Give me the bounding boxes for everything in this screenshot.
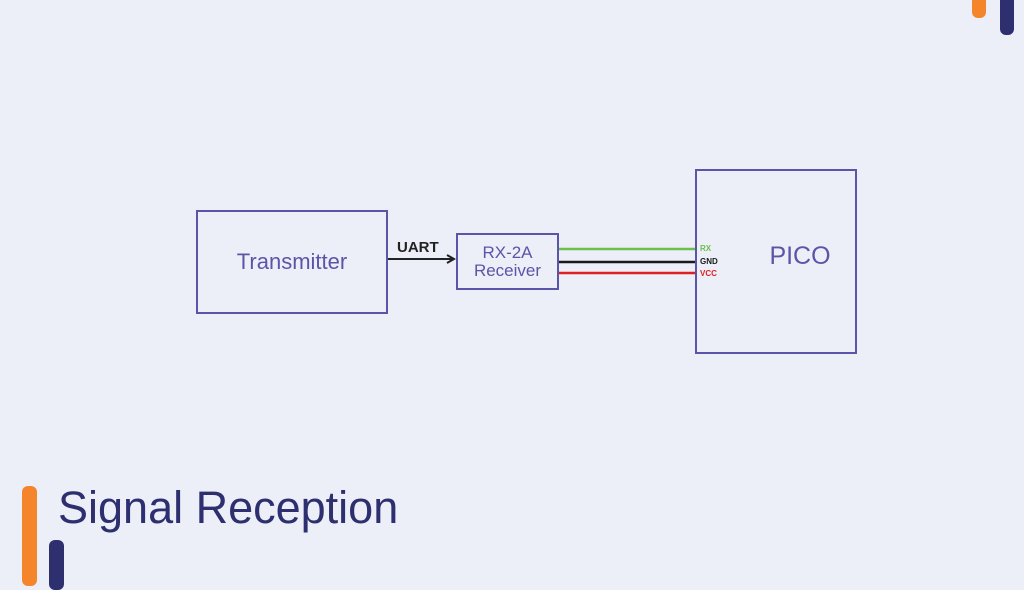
decor-bar-orange-bottom	[22, 486, 37, 586]
receiver-label: Receiver	[473, 260, 542, 280]
transmitter-box: Transmitter	[196, 210, 388, 314]
pin-vcc-label: VCC	[700, 269, 717, 278]
decor-bar-navy-top	[1000, 0, 1014, 35]
pin-rx-label: RX	[700, 244, 712, 253]
pin-gnd-label: GND	[700, 257, 718, 266]
decor-bar-orange-top	[972, 0, 986, 18]
decor-bar-navy-bottom	[49, 540, 64, 590]
pico-box: PICO	[695, 169, 857, 354]
transmitter-label: Transmitter	[236, 249, 348, 274]
connection-lines	[388, 247, 695, 275]
slide-title: Signal Reception	[58, 482, 399, 533]
receiver-model-label: RX-2A	[482, 242, 533, 262]
uart-label: UART	[397, 239, 439, 256]
pico-label: PICO	[769, 242, 831, 270]
receiver-box: RX-2A Receiver	[456, 233, 559, 290]
